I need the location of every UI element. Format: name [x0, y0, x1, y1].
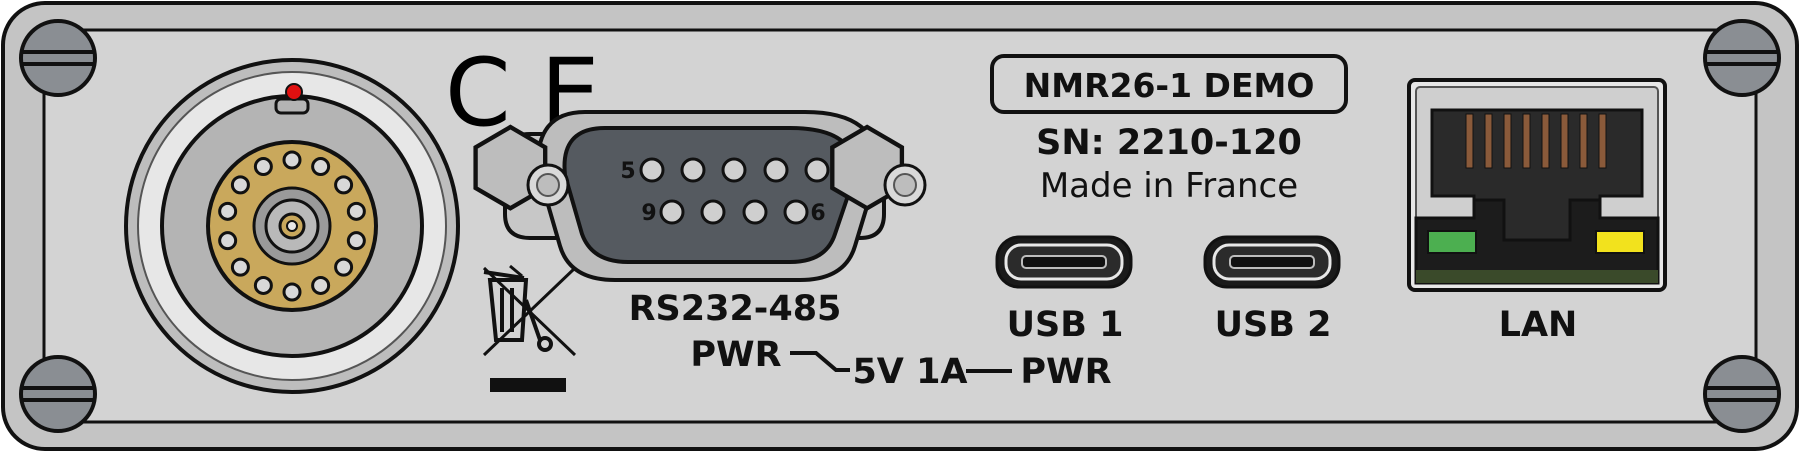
lan-label: LAN: [1499, 305, 1578, 345]
usb2-label: USB 2: [1215, 305, 1332, 345]
db9-pin-5-label: 5: [620, 159, 635, 184]
lan-contacts: [1465, 113, 1607, 169]
lan-contact: [1560, 113, 1569, 169]
db9-pin: [639, 157, 665, 183]
connector-pin: [282, 282, 302, 302]
lan-contact: [1579, 113, 1588, 169]
connector-pin: [311, 275, 331, 295]
screw-top-right: [1703, 19, 1781, 97]
rs232-485-db9-connector[interactable]: [503, 110, 886, 282]
indicator-red-dot: [285, 83, 303, 101]
power-spec-label: 5V 1A: [852, 352, 967, 392]
lan-contact: [1598, 113, 1607, 169]
connector-pin: [230, 175, 250, 195]
lan-contact: [1484, 113, 1493, 169]
db9-pin: [763, 157, 789, 183]
screw-bottom-left: [19, 355, 97, 433]
weee-underline-bar: [490, 378, 566, 392]
connector-pin: [311, 157, 331, 177]
connector-pin: [218, 231, 238, 251]
db9-pin: [742, 199, 768, 225]
connector-pin: [346, 231, 366, 251]
usb1-port[interactable]: [995, 235, 1133, 289]
db9-standoff-right: [830, 124, 927, 211]
lan-contact: [1522, 113, 1531, 169]
connector-pin: [334, 175, 354, 195]
lan-led-green: [1427, 230, 1477, 254]
origin-label: Made in France: [1040, 166, 1298, 206]
db9-pin: [804, 157, 830, 183]
usb1-label: USB 1: [1007, 305, 1124, 345]
connector-pins: [218, 150, 366, 302]
db9-pin: [783, 199, 809, 225]
connector-pin: [253, 275, 273, 295]
panel-plate: [42, 28, 1758, 424]
serial-number-label: SN: 2210-120: [1036, 123, 1302, 163]
connector-pin: [253, 157, 273, 177]
connector-pin: [230, 257, 250, 277]
db9-pin: [680, 157, 706, 183]
screw-bottom-right: [1703, 355, 1781, 433]
connector-pin: [334, 257, 354, 277]
db9-pin-9-label: 9: [641, 201, 656, 226]
screw-top-left: [19, 19, 97, 97]
circular-connector[interactable]: [124, 58, 460, 394]
connector-pin: [282, 150, 302, 170]
pwr-right-label: PWR: [1020, 352, 1111, 392]
crossed-out-wheelie-bin-icon: [482, 264, 577, 357]
db9-pin: [700, 199, 726, 225]
pwr-connector-line-left: [790, 351, 850, 372]
db9-pin: [721, 157, 747, 183]
connector-pin: [346, 201, 366, 221]
lan-contact: [1541, 113, 1550, 169]
db9-pins: [639, 157, 830, 225]
lan-contact: [1465, 113, 1474, 169]
model-label: NMR26-1 DEMO: [1024, 66, 1315, 105]
connector-pin: [218, 201, 238, 221]
db9-standoff-left: [473, 124, 570, 211]
lan-contact: [1503, 113, 1512, 169]
usb2-port[interactable]: [1203, 235, 1341, 289]
model-label-box: [990, 54, 1348, 114]
db9-pin-6-label: 6: [810, 201, 825, 226]
lan-led-yellow: [1595, 230, 1645, 254]
db9-pin: [659, 199, 685, 225]
rs232-485-label: RS232-485: [629, 289, 842, 329]
pwr-left-label: PWR: [690, 335, 781, 375]
lan-rj45-port[interactable]: [1407, 78, 1667, 292]
